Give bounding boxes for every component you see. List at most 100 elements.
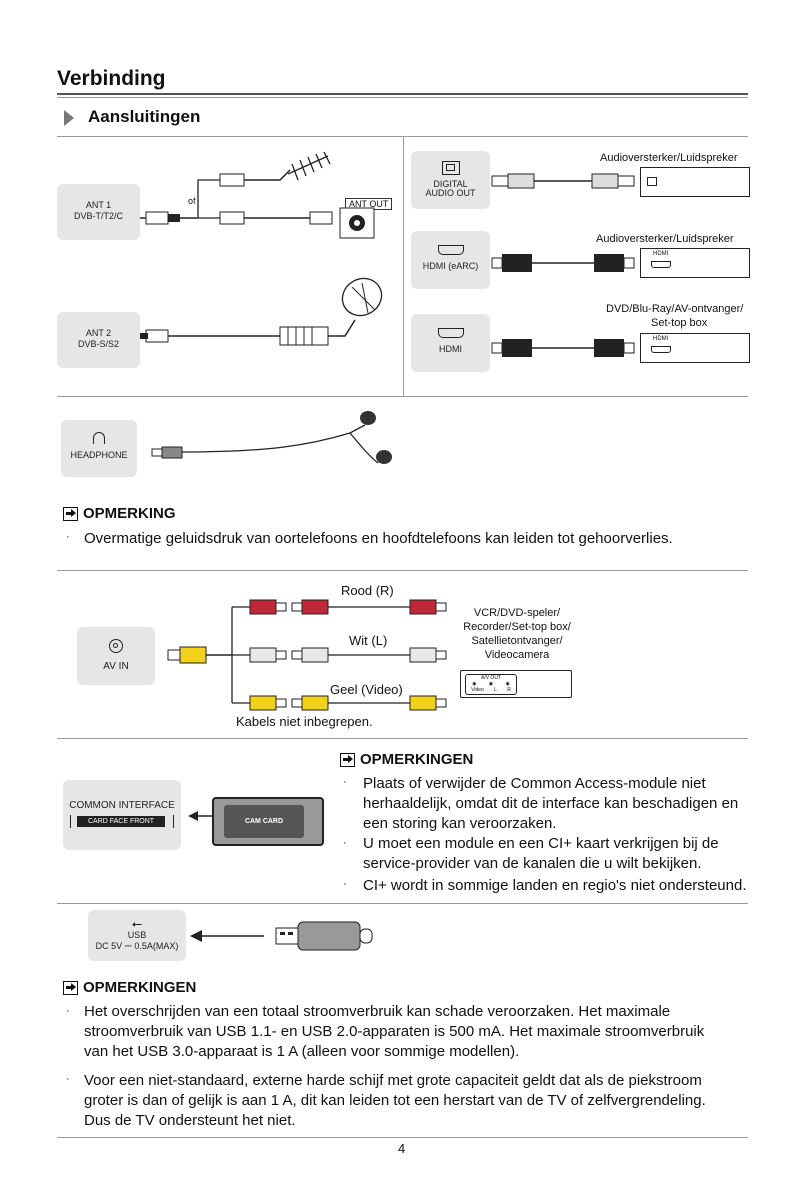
- text-line: Het overschrijden van een totaal stroomv…: [84, 1003, 671, 1020]
- ci-label: COMMON INTERFACE: [69, 800, 175, 811]
- text-line: een storing kan veroorzaken.: [363, 815, 557, 832]
- av-device-line: Satellietontvanger/: [471, 635, 563, 647]
- av-in-panel: AV IN: [77, 627, 155, 685]
- antenna-diagram: [140, 151, 375, 239]
- amp2-label: Audioversterker/Luidspreker: [596, 233, 734, 245]
- digital-audio-sub: AUDIO OUT: [425, 187, 476, 198]
- ci-note-heading: OPMERKINGEN: [340, 751, 473, 768]
- text-line: service-provider van de kanalen die u wi…: [363, 855, 702, 872]
- or-label: of: [188, 196, 196, 206]
- note1-heading: OPMERKING: [63, 505, 176, 522]
- av-port-label: L: [494, 687, 497, 693]
- ci-bullet: ·: [343, 837, 347, 849]
- av-port-label: Video: [471, 687, 484, 693]
- text-line: groter is dan of gelijk is aan 1 A, dit …: [84, 1092, 706, 1109]
- section-rule: [57, 136, 748, 137]
- usb-note-2: Voor een niet-standaard, externe harde s…: [84, 1071, 706, 1131]
- usb-bullet: ·: [66, 1005, 70, 1017]
- dvd-hdmi-port-icon: [651, 346, 671, 353]
- usb-spec: DC 5V ⎓ 0.5A(MAX): [95, 940, 179, 951]
- page-number: 4: [398, 1141, 406, 1156]
- rule-usb: [57, 903, 748, 904]
- footer-rule: [57, 1137, 748, 1138]
- audio-amplifier-1: [640, 167, 750, 197]
- text-line: Plaats of verwijder de Common Access-mod…: [363, 775, 706, 792]
- section-arrow-icon: [64, 110, 74, 126]
- text-line: U moet een module en een CI+ kaart verkr…: [363, 835, 719, 852]
- ci-bullet: ·: [343, 878, 347, 890]
- ant2-label: ANT 2: [85, 328, 112, 338]
- ci-card-face: CARD FACE FRONT: [77, 816, 165, 827]
- hdmi-label: HDMI: [439, 344, 462, 354]
- note1-heading-text: OPMERKING: [83, 505, 176, 522]
- hdmi-earc-cable: [491, 254, 635, 272]
- hdmi-port-icon: [437, 245, 464, 255]
- text-line: Voor een niet-standaard, externe harde s…: [84, 1072, 702, 1089]
- ci-slot: CARD FACE FRONT: [70, 815, 174, 828]
- amp1-label: Audioversterker/Luidspreker: [600, 152, 738, 164]
- audio-amplifier-2: HDMI: [640, 248, 750, 278]
- ci-note-3: CI+ wordt in sommige landen en regio's n…: [363, 876, 747, 896]
- ci-note-heading-text: OPMERKINGEN: [360, 751, 474, 768]
- dvd-hdmi-label: HDMI: [653, 336, 669, 342]
- text-line: herhaaldelijk, omdat dit de interface ka…: [363, 795, 739, 812]
- ant1-label: ANT 1: [85, 200, 112, 210]
- headphone-icon: [93, 432, 105, 444]
- page-title: Verbinding: [57, 67, 166, 90]
- red-cable-label: Rood (R): [341, 583, 394, 598]
- av-port-icon: [109, 639, 123, 653]
- note-icon: [63, 980, 78, 995]
- av-device-line: VCR/DVD-speler/: [473, 607, 561, 619]
- note1-text: Overmatige geluidsdruk van oortelefoons …: [84, 530, 673, 547]
- amp2-hdmi-port-icon: [651, 261, 671, 268]
- av-in-label: AV IN: [103, 661, 129, 672]
- digital-audio-label: DIGITAL: [433, 179, 468, 189]
- text-line: stroomverbruik van USB 1.1- en USB 2.0-a…: [84, 1023, 705, 1040]
- hdmi-earc-label: HDMI (eARC): [422, 261, 479, 271]
- rule-headphone: [57, 396, 748, 397]
- dvd-label-1: DVD/Blu-Ray/AV-ontvanger/: [606, 303, 744, 315]
- av-out-port-group: A/V OUT ◉◉◉ Video L R: [465, 674, 517, 695]
- hdmi-earc-panel: HDMI (eARC): [411, 231, 490, 289]
- usb-note-heading-text: OPMERKINGEN: [83, 979, 197, 996]
- usb-icon: ⭠: [131, 916, 143, 931]
- av-device-line: Videocamera: [484, 649, 550, 661]
- ci-note-2: U moet een module en een CI+ kaart verkr…: [363, 834, 719, 874]
- cam-card-face: CAM CARD: [224, 805, 304, 838]
- ci-panel: COMMON INTERFACE CARD FACE FRONT: [63, 780, 181, 850]
- note1-bullet: ·: [66, 531, 70, 543]
- ci-note-1: Plaats of verwijder de Common Access-mod…: [363, 774, 738, 834]
- text-line: Dus de TV ondersteunt het niet.: [84, 1112, 296, 1129]
- av-out-label: A/V OUT: [480, 675, 501, 681]
- text-line: CI+ wordt in sommige landen en regio's n…: [363, 877, 747, 894]
- usb-panel: ⭠ USB DC 5V ⎓ 0.5A(MAX): [88, 910, 186, 961]
- hdmi-cable: [491, 339, 635, 357]
- digital-audio-panel: DIGITAL AUDIO OUT: [411, 151, 490, 209]
- rca-port-icon: ◉: [505, 681, 510, 687]
- usb-stick: [190, 921, 373, 951]
- cam-card: CAM CARD: [212, 797, 324, 846]
- section-title: Aansluitingen: [88, 107, 201, 126]
- optical-port-icon: [441, 161, 460, 175]
- title-rule: [57, 93, 748, 95]
- satellite-diagram: [140, 277, 383, 346]
- title-rule-thin: [57, 97, 748, 98]
- ant1-standard: DVB-T/T2/C: [73, 210, 123, 221]
- rule-ci: [57, 738, 748, 739]
- yellow-cable-label: Geel (Video): [330, 682, 403, 697]
- usb-label: USB: [127, 930, 147, 940]
- hdmi2-port-icon: [437, 328, 464, 338]
- vertical-divider: [403, 137, 404, 396]
- optical-cable: [491, 173, 635, 189]
- text-line: van het USB 3.0-apparaat is 1 A (alleen …: [84, 1043, 520, 1060]
- white-cable-label: Wit (L): [349, 633, 388, 648]
- av-cables: [167, 599, 447, 711]
- av-device-label: VCR/DVD-speler/ Recorder/Set-top box/ Sa…: [453, 606, 581, 662]
- usb-note-1: Het overschrijden van een totaal stroomv…: [84, 1002, 704, 1062]
- rca-port-icon: ◉: [488, 681, 494, 687]
- rule-av: [57, 570, 748, 571]
- av-device-line: Recorder/Set-top box/: [463, 621, 571, 633]
- note-icon: [63, 506, 78, 521]
- optical-in-icon: [647, 177, 657, 186]
- vcr-device: A/V OUT ◉◉◉ Video L R: [460, 670, 572, 698]
